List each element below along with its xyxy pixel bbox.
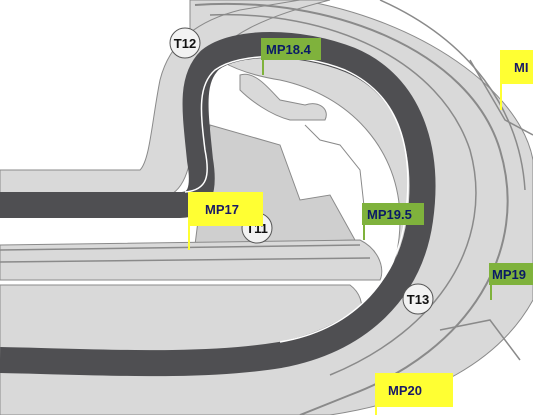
marker-label-mp19-5: MP19.5 xyxy=(367,207,412,222)
marker-mp17: MP17 xyxy=(188,192,263,250)
outer-lane-line-3 xyxy=(379,0,526,191)
turn-marker-t12: T12 xyxy=(169,27,201,59)
track-edge-line xyxy=(184,55,409,343)
outer-lane-line xyxy=(194,2,509,415)
marker-label-mp19: MP19 xyxy=(492,267,526,282)
turn-label-t13: T13 xyxy=(407,292,429,307)
main-track xyxy=(0,32,436,377)
pit-structure xyxy=(239,73,327,121)
marker-mp20: MP20 xyxy=(375,373,453,415)
marker-mp-edge: MI xyxy=(500,50,533,110)
marker-label-mp-edge: MI xyxy=(514,60,528,75)
outer-lane-line-4 xyxy=(469,59,533,136)
marker-label-mp20: MP20 xyxy=(388,383,422,398)
marker-label-mp17: MP17 xyxy=(205,202,239,217)
turn-marker-t13: T13 xyxy=(402,283,434,315)
outer-lane-line-2 xyxy=(209,13,477,376)
marker-mp19: MP19 xyxy=(489,263,533,300)
marker-mp18-4: MP18.4 xyxy=(261,38,321,75)
pit-lane-line xyxy=(304,124,366,216)
outer-lane-line-5 xyxy=(439,319,521,361)
inner-divider-2 xyxy=(0,257,371,263)
marker-mp19-5: MP19.5 xyxy=(362,203,424,240)
inner-divider xyxy=(0,244,361,251)
turn-label-t12: T12 xyxy=(174,36,196,51)
marker-label-mp18-4: MP18.4 xyxy=(266,42,312,57)
